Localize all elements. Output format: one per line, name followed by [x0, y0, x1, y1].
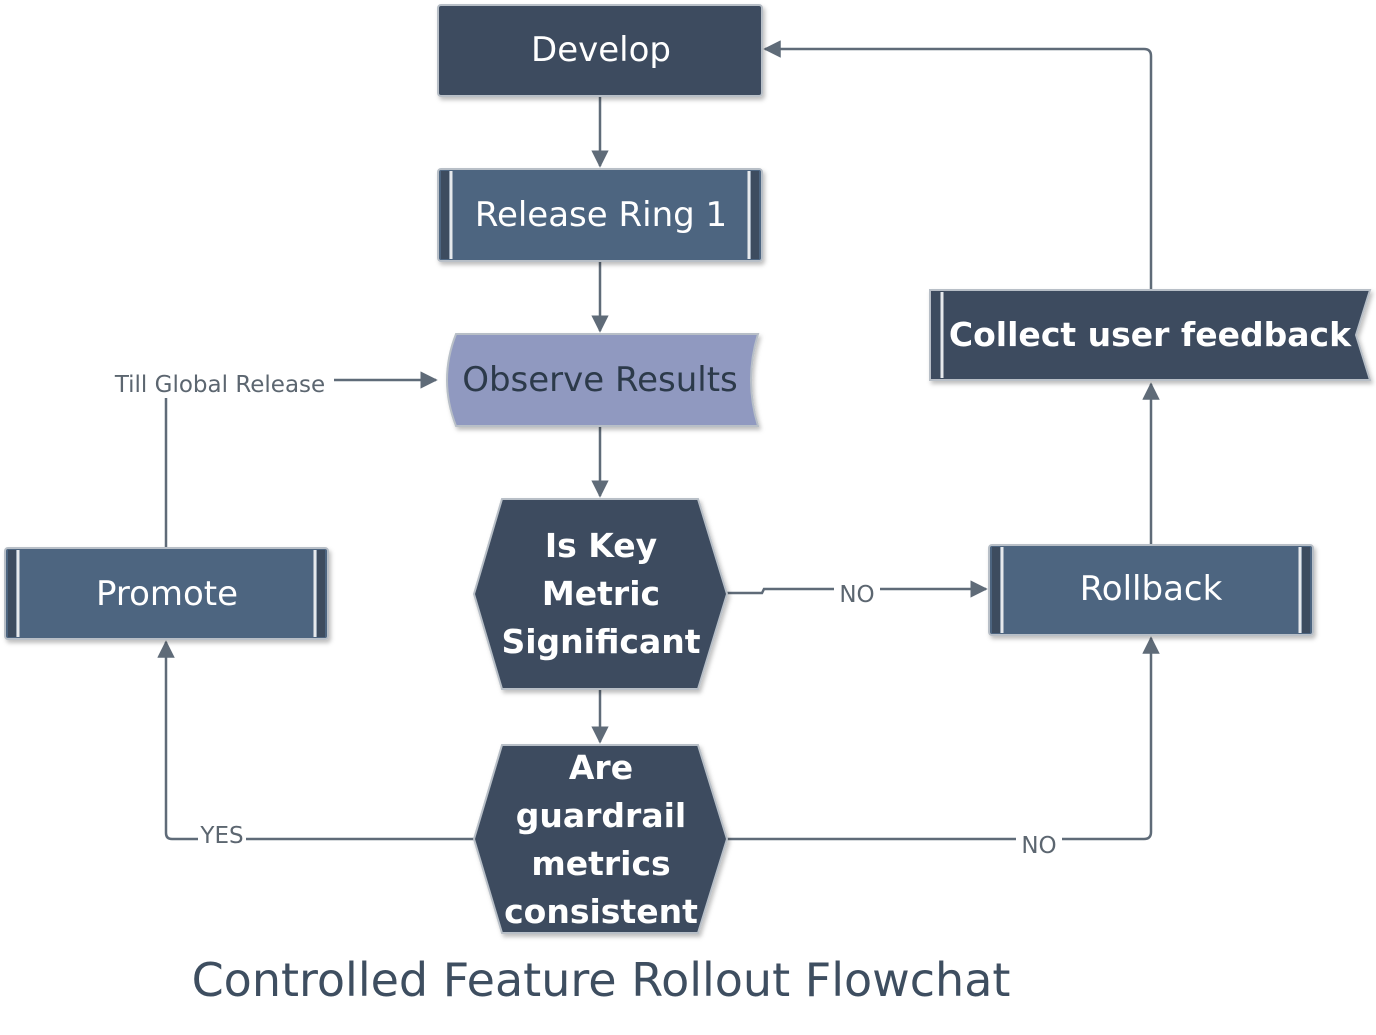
node-guardrail-decision: Are guardrail metrics consistent	[472, 744, 729, 934]
edge-label-no-key-metric: NO	[839, 582, 874, 608]
node-rollback: Rollback	[988, 544, 1314, 636]
edge-label-no-guardrail: NO	[1021, 833, 1056, 859]
edge-feedback-to-develop	[763, 40, 1153, 290]
edge-guardrail-to-promote	[157, 640, 476, 841]
node-key-metric-line-3: Significant	[501, 622, 700, 661]
node-release-ring: Release Ring 1	[437, 168, 763, 262]
node-promote: Promote	[4, 547, 329, 640]
node-collect-feedback-label: Collect user feedback	[949, 315, 1352, 354]
edges	[157, 40, 1160, 841]
node-develop: Develop	[437, 4, 763, 97]
node-key-metric-line-2: Metric	[542, 574, 660, 613]
node-guardrail-line-4: consistent	[504, 892, 698, 931]
node-guardrail-line-1: Are	[569, 748, 633, 787]
node-collect-feedback: Collect user feedback	[929, 289, 1372, 381]
node-key-metric-decision: Is Key Metric Significant	[472, 498, 729, 690]
diagram-title: Controlled Feature Rollout Flowchat	[192, 953, 1011, 1007]
node-promote-label: Promote	[96, 574, 238, 614]
node-observe-results-label: Observe Results	[462, 360, 738, 400]
edge-label-till-global-release: Till Global Release	[114, 372, 325, 398]
edge-labels: Till Global Release YES NO NO	[106, 366, 1062, 860]
edge-label-yes: YES	[199, 823, 243, 849]
node-observe-results: Observe Results	[446, 333, 760, 427]
node-guardrail-line-2: guardrail	[516, 796, 686, 835]
edge-promote-to-observe	[164, 371, 438, 548]
node-develop-label: Develop	[531, 30, 671, 70]
edge-guardrail-to-rollback	[727, 636, 1160, 841]
node-release-ring-label: Release Ring 1	[475, 195, 727, 235]
node-guardrail-line-3: metrics	[531, 844, 670, 883]
node-rollback-label: Rollback	[1080, 569, 1223, 609]
node-key-metric-line-1: Is Key	[545, 526, 657, 565]
